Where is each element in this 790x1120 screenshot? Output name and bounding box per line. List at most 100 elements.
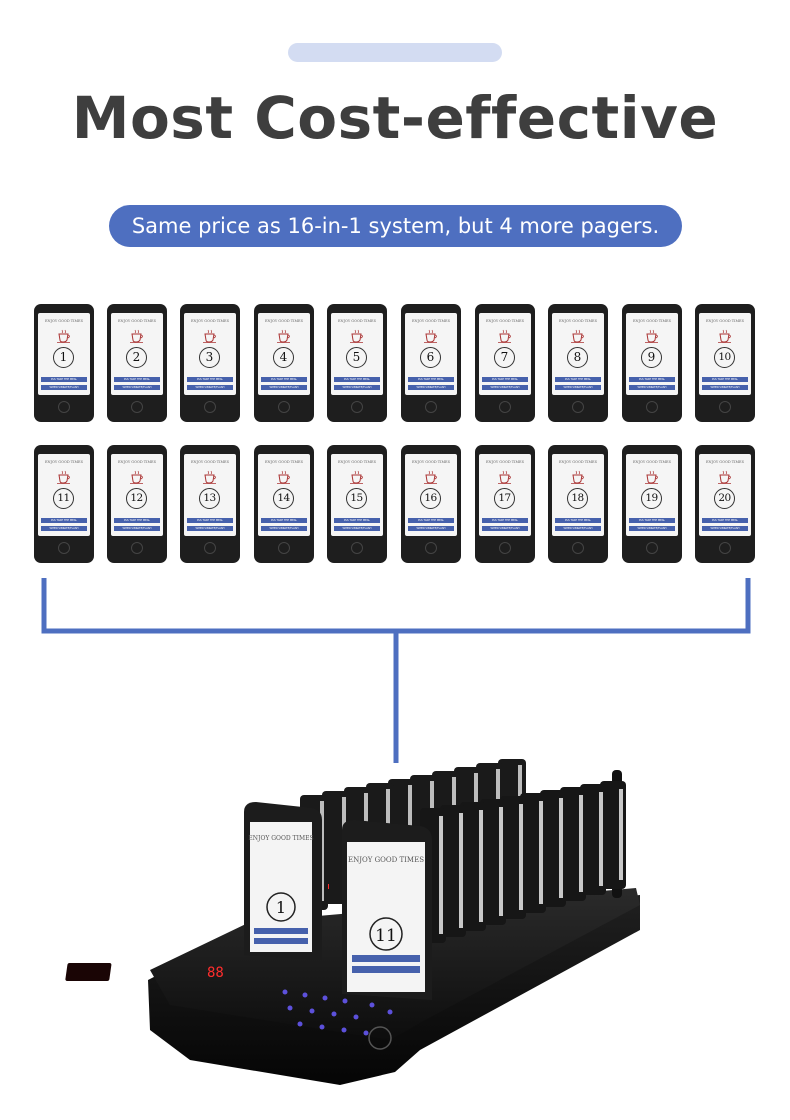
coffee-cup-icon (718, 470, 731, 484)
pager-message-2: WHEN VIBRATE/FLASH (555, 385, 601, 390)
pager-button (719, 542, 731, 554)
pager-button (425, 542, 437, 554)
pager-message-1: PLS TAKE THE MEAL (629, 518, 675, 523)
pager-button (351, 542, 363, 554)
front-pager-left-number: 1 (276, 898, 286, 917)
pager-number: 19 (641, 488, 662, 509)
pager-number: 14 (273, 488, 294, 509)
coffee-cup-icon (130, 329, 143, 343)
pager-message-2: WHEN VIBRATE/FLASH (482, 385, 528, 390)
pager-message-2: WHEN VIBRATE/FLASH (555, 526, 601, 531)
coffee-cup-icon (277, 470, 290, 484)
pager-number: 17 (494, 488, 515, 509)
pager-number: 9 (641, 347, 662, 368)
pager-button (572, 542, 584, 554)
pager-button (499, 542, 511, 554)
pager-message-2: WHEN VIBRATE/FLASH (41, 526, 87, 531)
coffee-cup-icon (498, 470, 511, 484)
pager-button (58, 542, 70, 554)
pager-number: 8 (567, 347, 588, 368)
pager-message-1: PLS TAKE THE MEAL (114, 518, 160, 523)
front-pager-right: ENJOY GOOD TIMES 11 (342, 820, 432, 1000)
front-pager-left: ENJOY GOOD TIMES 1 (244, 802, 322, 960)
pager-number: 3 (199, 347, 220, 368)
pager-brand-text: ENJOY GOOD TIMES (190, 460, 230, 464)
pager-message-2: WHEN VIBRATE/FLASH (334, 385, 380, 390)
coffee-cup-icon (571, 470, 584, 484)
pager-message-1: PLS TAKE THE MEAL (41, 518, 87, 523)
decorative-top-bar (288, 43, 502, 62)
coffee-cup-icon (571, 329, 584, 343)
pager-message-2: WHEN VIBRATE/FLASH (408, 526, 454, 531)
pager-brand-text: ENJOY GOOD TIMES (190, 319, 230, 323)
pager-number: 20 (714, 488, 735, 509)
pager-message-1: PLS TAKE THE MEAL (702, 518, 748, 523)
subtitle-banner: Same price as 16-in-1 system, but 4 more… (109, 205, 682, 247)
pager-message-1: PLS TAKE THE MEAL (114, 377, 160, 382)
pager-message-1: PLS TAKE THE MEAL (555, 377, 601, 382)
pager-message-2: WHEN VIBRATE/FLASH (187, 385, 233, 390)
pager-message-2: WHEN VIBRATE/FLASH (261, 526, 307, 531)
pager-brand-text: ENJOY GOOD TIMES (485, 319, 525, 323)
pager-number: 5 (346, 347, 367, 368)
pager-message-2: WHEN VIBRATE/FLASH (408, 385, 454, 390)
pager-message-1: PLS TAKE THE MEAL (261, 518, 307, 523)
pager-brand-text: ENJOY GOOD TIMES (411, 319, 451, 323)
pager-button (425, 401, 437, 413)
pager-button (131, 401, 143, 413)
pager-number: 12 (126, 488, 147, 509)
svg-text:ENJOY GOOD TIMES: ENJOY GOOD TIMES (248, 835, 313, 842)
pager-message-2: WHEN VIBRATE/FLASH (187, 526, 233, 531)
coffee-cup-icon (350, 470, 363, 484)
pager-brand-text: ENJOY GOOD TIMES (632, 460, 672, 464)
coffee-cup-icon (57, 470, 70, 484)
pager-message-1: PLS TAKE THE MEAL (482, 377, 528, 382)
pager-number: 6 (420, 347, 441, 368)
coffee-cup-icon (498, 329, 511, 343)
pager-brand-text: ENJOY GOOD TIMES (558, 319, 598, 323)
coffee-cup-icon (130, 470, 143, 484)
pager-brand-text: ENJOY GOOD TIMES (558, 460, 598, 464)
pager-number: 2 (126, 347, 147, 368)
pager-button (278, 542, 290, 554)
pager-message-1: PLS TAKE THE MEAL (555, 518, 601, 523)
pager-message-1: PLS TAKE THE MEAL (702, 377, 748, 382)
pager-message-2: WHEN VIBRATE/FLASH (629, 526, 675, 531)
pager-message-2: WHEN VIBRATE/FLASH (482, 526, 528, 531)
coffee-cup-icon (57, 329, 70, 343)
pager-brand-text: ENJOY GOOD TIMES (264, 319, 304, 323)
pager-message-2: WHEN VIBRATE/FLASH (114, 385, 160, 390)
pager-message-2: WHEN VIBRATE/FLASH (334, 526, 380, 531)
pager-brand-text: ENJOY GOOD TIMES (337, 460, 377, 464)
pager-button (204, 401, 216, 413)
pager-button (719, 401, 731, 413)
pager-number: 13 (199, 488, 220, 509)
pager-message-2: WHEN VIBRATE/FLASH (261, 385, 307, 390)
pager-brand-text: ENJOY GOOD TIMES (264, 460, 304, 464)
coffee-cup-icon (203, 470, 216, 484)
pager-message-1: PLS TAKE THE MEAL (187, 377, 233, 382)
